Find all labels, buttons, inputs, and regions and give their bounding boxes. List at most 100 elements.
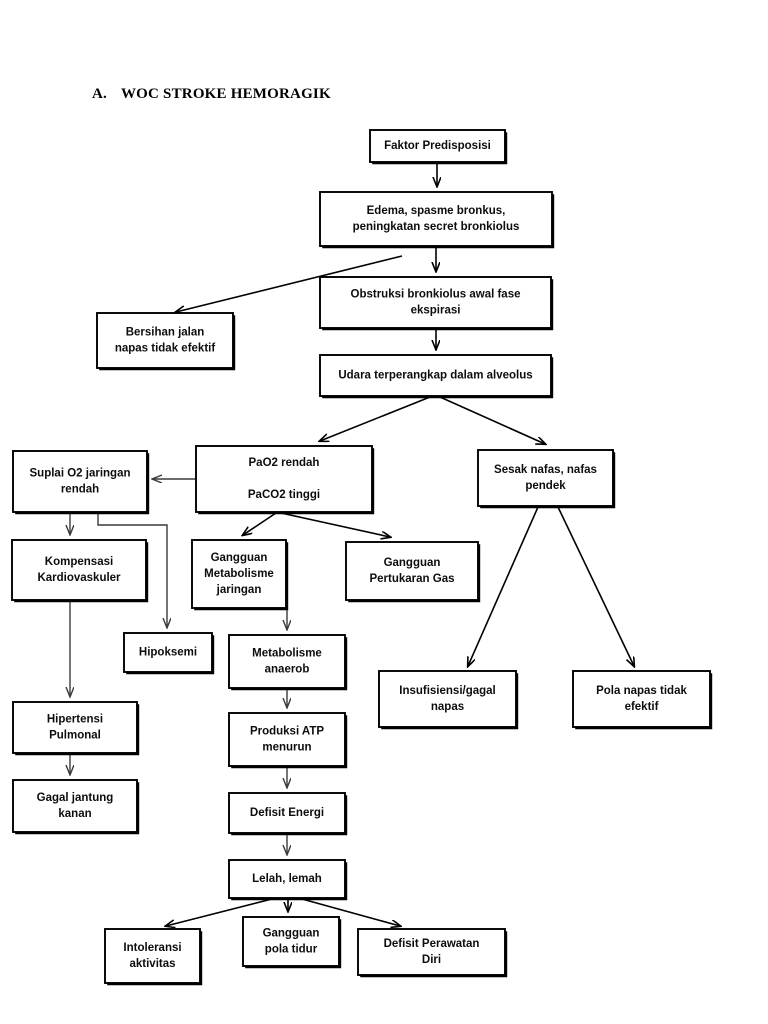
- flow-node-box: [123, 632, 213, 673]
- flow-node-suplai[interactable]: Suplai O2 jaringan rendah: [12, 450, 150, 515]
- flow-node-insufisiensi[interactable]: Insufisiensi/gagal napas: [378, 670, 519, 730]
- flow-node-label: Hipoksemi: [139, 647, 197, 659]
- flow-node-defisit_energi[interactable]: Defisit Energi: [228, 792, 348, 836]
- edge-udara-to-sesak: [439, 396, 545, 444]
- flow-node-label: Gangguan: [263, 928, 320, 940]
- flow-node-hipoksemi[interactable]: Hipoksemi: [123, 632, 215, 675]
- flow-node-label: Hipertensi: [47, 714, 103, 726]
- flow-node-label: Suplai O2 jaringan: [30, 468, 131, 480]
- edge-gangguan-metabolisme-to-metabolisme-anaerob: [245, 608, 287, 629]
- flow-node-box: [12, 450, 148, 513]
- flow-node-bersihan[interactable]: Bersihan jalan napas tidak efektif: [96, 312, 236, 371]
- flow-node-label: pola tidur: [265, 944, 318, 956]
- flow-node-intoleransi[interactable]: Intoleransi aktivitas: [104, 928, 203, 986]
- flow-node-box: [12, 701, 138, 754]
- edge-sesak-to-pola-napas: [557, 506, 634, 666]
- flow-node-produksi_atp[interactable]: Produksi ATP menurun: [228, 712, 348, 769]
- page-title: A.WOC STROKE HEMORAGIK: [92, 86, 331, 103]
- flow-node-box: [104, 928, 201, 984]
- flow-node-box: [228, 634, 346, 689]
- flow-node-label: Sesak nafas, nafas: [494, 464, 597, 476]
- flow-node-label: kanan: [58, 808, 91, 820]
- flow-node-box: [12, 779, 138, 833]
- flow-node-label: aktivitas: [129, 958, 175, 970]
- flow-node-label: Pulmonal: [49, 730, 101, 742]
- flow-node-box: [11, 539, 147, 601]
- flow-node-box: [228, 859, 346, 899]
- flow-node-label: Diri: [422, 954, 441, 966]
- edge-suplai-to-hipoksemi: [97, 513, 167, 627]
- flowchart-edges: [70, 162, 634, 926]
- flow-node-label: napas: [431, 701, 464, 713]
- flow-node-label: Intoleransi: [123, 942, 181, 954]
- flow-node-label: jaringan: [216, 584, 262, 596]
- edge-edema-to-bersihan: [176, 255, 403, 312]
- flow-node-label: Udara terperangkap dalam alveolus: [338, 370, 532, 382]
- flow-node-label: pendek: [525, 480, 566, 492]
- flow-node-label: Pertukaran Gas: [369, 573, 454, 585]
- flow-node-label: Defisit Perawatan: [384, 938, 480, 950]
- flow-node-label: menurun: [262, 742, 311, 754]
- edge-udara-to-pao2: [320, 396, 431, 441]
- edge-pao2-to-gangguan-pertukaran-gas: [280, 512, 390, 537]
- edge-lelah-to-defisit-perawatan-diri: [301, 898, 400, 926]
- edge-sesak-to-insufisiensi: [468, 506, 539, 666]
- flow-node-label: Gangguan: [384, 557, 441, 569]
- page-title-marker: A.: [92, 86, 107, 102]
- flow-node-label: Metabolisme: [204, 568, 274, 580]
- flow-node-label: Kardiovaskuler: [37, 572, 121, 584]
- flow-node-label: Defisit Energi: [250, 807, 324, 819]
- flow-node-label: Obstruksi bronkiolus awal fase: [351, 289, 521, 301]
- flow-node-box: [228, 792, 346, 834]
- edge-lelah-to-intoleransi: [166, 898, 273, 926]
- flow-node-label: napas tidak efektif: [115, 343, 216, 355]
- flow-node-box: [242, 916, 340, 967]
- flow-node-box: [191, 539, 287, 609]
- flow-node-label: Insufisiensi/gagal: [399, 685, 496, 697]
- flow-node-lelah[interactable]: Lelah, lemah: [228, 859, 348, 901]
- flow-node-box: [357, 928, 506, 976]
- flow-node-box: [228, 712, 346, 767]
- flow-node-box: [96, 312, 234, 369]
- flow-node-label: Produksi ATP: [250, 726, 324, 738]
- flow-node-label: Bersihan jalan: [126, 327, 205, 339]
- flow-node-box: [345, 541, 479, 601]
- flow-node-box: [195, 445, 373, 513]
- flow-node-pola_napas[interactable]: Pola napas tidak efektif: [572, 670, 713, 730]
- flow-node-box: [319, 354, 552, 397]
- flow-node-label: Edema, spasme bronkus,: [367, 205, 506, 217]
- flow-node-label: Kompensasi: [45, 556, 113, 568]
- flow-node-edema[interactable]: Edema, spasme bronkus, peningkatan secret…: [319, 191, 555, 249]
- flow-node-box: [319, 276, 552, 329]
- flow-node-label: Lelah, lemah: [252, 873, 322, 885]
- flow-node-label: rendah: [61, 484, 99, 496]
- flow-node-box: [572, 670, 711, 728]
- flow-node-label: PaCO2 tinggi: [248, 489, 320, 501]
- flow-node-faktor[interactable]: Faktor Predisposisi: [369, 129, 508, 165]
- flow-node-gangguan_tidur[interactable]: Gangguan pola tidur: [242, 916, 342, 969]
- flow-node-label: Metabolisme: [252, 648, 322, 660]
- flow-node-sesak[interactable]: Sesak nafas, nafas pendek: [477, 449, 616, 509]
- flow-node-udara[interactable]: Udara terperangkap dalam alveolus: [319, 354, 554, 399]
- flow-node-box: [378, 670, 517, 728]
- flow-node-box: [369, 129, 506, 163]
- flow-node-label: Gangguan: [211, 552, 268, 564]
- flow-node-label: Faktor Predisposisi: [384, 140, 491, 152]
- flow-node-label: peningkatan secret bronkiolus: [353, 221, 520, 233]
- flow-node-box: [477, 449, 614, 507]
- flow-node-label: PaO2 rendah: [249, 457, 320, 469]
- flow-node-label: efektif: [625, 701, 659, 713]
- flow-node-label: Pola napas tidak: [596, 685, 687, 697]
